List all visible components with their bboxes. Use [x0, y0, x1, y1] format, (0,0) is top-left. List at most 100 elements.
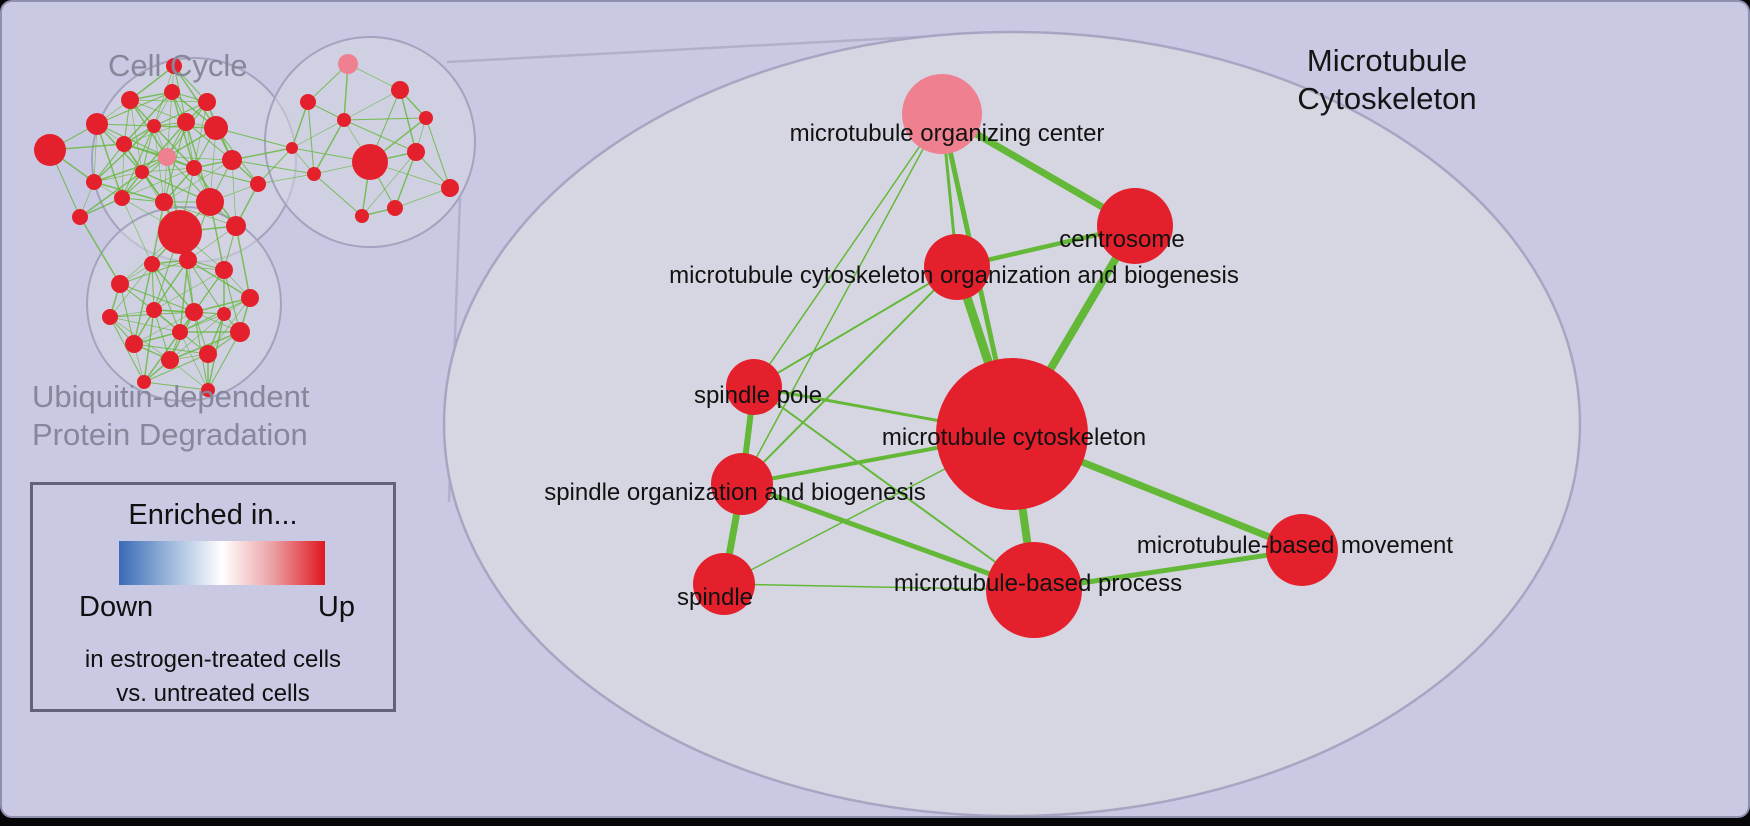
mini-edge [223, 269, 241, 333]
mini-edge [394, 187, 451, 209]
node-spindle_pole [726, 359, 782, 415]
node-label-mco: microtubule cytoskeleton organization an… [669, 262, 1239, 289]
mini-edge [93, 181, 165, 203]
cluster-label-ubiquitin-line1: Ubiquitin-dependent [32, 379, 310, 414]
mini-edge [119, 259, 189, 285]
legend-gradient-bar [119, 541, 325, 585]
node-mco [924, 234, 990, 300]
node-label-spindle: spindle [677, 584, 753, 611]
mini-edge [169, 313, 225, 361]
mini-node [230, 322, 250, 342]
node-mc [936, 358, 1088, 510]
mini-edge [207, 331, 241, 391]
legend-up-label: Up [317, 591, 355, 623]
mini-edge [79, 171, 143, 218]
mini-edge [193, 167, 259, 185]
mini-edge [166, 156, 233, 161]
legend-axis-labels: Down Up [79, 591, 355, 624]
mini-edge [129, 99, 208, 103]
mini-node [144, 256, 160, 272]
mini-node [164, 84, 180, 100]
mini-node [215, 261, 233, 279]
mini-edge [235, 225, 251, 299]
mini-edge [153, 269, 225, 311]
mini-edge [93, 156, 168, 183]
mini-edge [361, 151, 417, 217]
legend-caption-line2: vs. untreated cells [116, 679, 310, 707]
mini-edge [163, 201, 237, 227]
zoom-cluster-title-line1: Microtubule [1306, 43, 1468, 78]
mini-edge [179, 259, 189, 333]
mini-edge [163, 159, 233, 203]
node-spindle [693, 553, 755, 615]
edge-spindle-mbp [723, 583, 1035, 591]
node-label-mbm: microtubule-based movement [1137, 532, 1453, 559]
mini-node [114, 190, 130, 206]
cluster-label-ubiquitin-line2: Protein Degradation [32, 416, 308, 452]
mini-edge [153, 101, 208, 127]
mini-edge [151, 263, 195, 313]
mini-node [161, 351, 179, 369]
mini-edge [133, 311, 195, 345]
mini-edge [143, 309, 155, 383]
mini-edge [187, 259, 251, 299]
legend-caption: in estrogen-treated cells vs. untreated … [33, 643, 393, 710]
mini-edge [313, 173, 363, 217]
mini-edge [129, 65, 175, 101]
mini-node [217, 307, 231, 321]
mini-edge [193, 297, 251, 313]
legend-down-label: Down [79, 591, 154, 623]
node-label-spindle_pole: spindle pole [694, 382, 822, 409]
edge-mco-sob [741, 266, 958, 485]
node-label-sob: spindle organization and biogenesis [544, 479, 926, 506]
mini-edge [93, 125, 155, 183]
mini-node [166, 58, 182, 74]
mini-edge [79, 216, 121, 285]
mini-edge [143, 381, 209, 391]
zoom-network-nodes [693, 74, 1338, 638]
mini-edge [121, 125, 155, 199]
mini-node [111, 275, 129, 293]
mini-edge [143, 353, 209, 383]
mini-edge [257, 147, 293, 185]
edge-sob-mbp [739, 481, 1037, 593]
mini-edge [173, 65, 217, 129]
mini-edge [151, 263, 181, 333]
mini-node [204, 116, 228, 140]
mini-edge [121, 143, 125, 199]
node-mbm [1266, 514, 1338, 586]
minimap-nodes [34, 54, 459, 397]
edge-mco-spindle_pole [753, 266, 958, 388]
mini-node [147, 119, 161, 133]
mini-edge [313, 119, 345, 175]
mini-edge [399, 89, 417, 153]
node-centrosome [1097, 188, 1173, 264]
node-label-centrosome: centrosome [1059, 226, 1184, 253]
edge-spindle_pole-mbp [753, 386, 1035, 591]
mini-edge [207, 297, 251, 355]
mini-edge [173, 65, 187, 123]
legend-box: Enriched in... Down Up in estrogen-treat… [30, 482, 396, 712]
mini-node [185, 303, 203, 321]
mini-edge [394, 151, 417, 209]
node-label-mtoc: microtubule organizing center [790, 120, 1105, 147]
zoom-cluster-title-line2: Cytoskeleton [1297, 80, 1477, 116]
mini-node [196, 188, 224, 216]
mini-node [137, 375, 151, 389]
mini-node [125, 335, 143, 353]
mini-node [135, 165, 149, 179]
mini-edge [123, 91, 173, 145]
mini-edge [179, 297, 251, 333]
mini-node [177, 113, 195, 131]
mini-edge [425, 117, 451, 189]
mini-edge [153, 259, 189, 311]
mini-node [352, 144, 388, 180]
mini-edge [343, 119, 417, 153]
mini-node [158, 210, 202, 254]
mini-edge [231, 147, 293, 161]
mini-node [300, 94, 316, 110]
mini-node [250, 176, 266, 192]
